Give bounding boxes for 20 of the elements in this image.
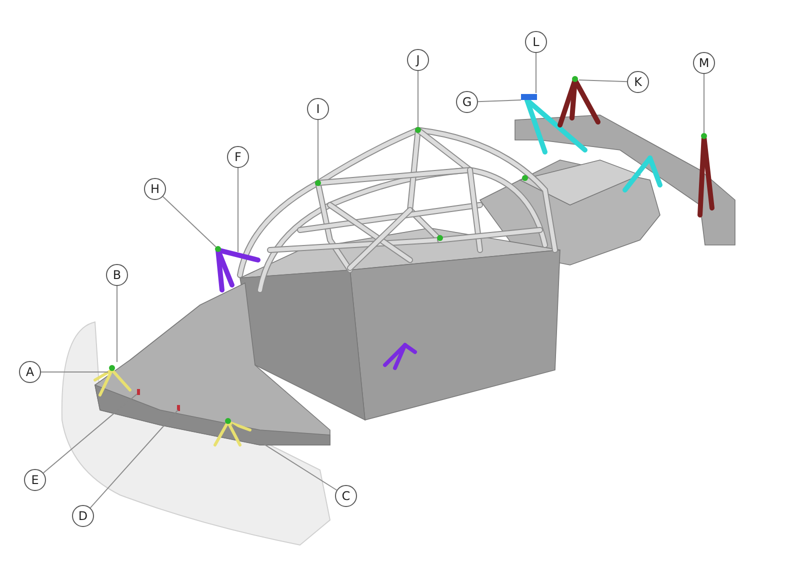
leader-line: [232, 424, 338, 491]
callout-letter: A: [19, 361, 41, 383]
callout-letter: J: [407, 49, 429, 71]
leader-line: [116, 286, 118, 362]
leader-line: [578, 80, 628, 82]
callout-letter: B: [106, 264, 128, 286]
callout-letter: E: [24, 469, 46, 491]
callout-letter: H: [144, 178, 166, 200]
callout-letter: L: [525, 31, 547, 53]
callout-letter: G: [456, 91, 478, 113]
callout-letter: M: [693, 52, 715, 74]
leader-line: [478, 100, 522, 102]
callout-letter: I: [307, 98, 329, 120]
callout-letter: F: [227, 146, 249, 168]
callout-letter: D: [72, 505, 94, 527]
callout-letter: K: [627, 71, 649, 93]
leader-line: [90, 410, 178, 508]
leader-line: [42, 394, 138, 474]
callout-letter: C: [335, 485, 357, 507]
leader-line: [162, 196, 216, 248]
